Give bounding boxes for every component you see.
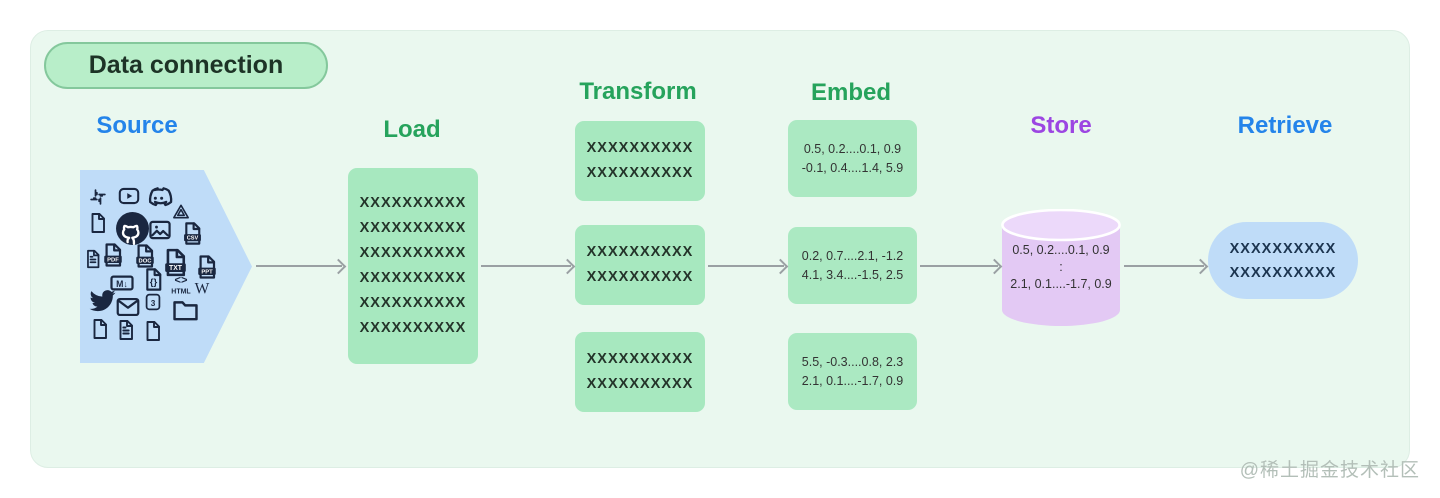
load-box: XXXXXXXXXX XXXXXXXXXX XXXXXXXXXX XXXXXXX… [348, 168, 478, 364]
arrow-source-to-load [256, 265, 342, 267]
store-values: 0.5, 0.2....0.1, 0.9 : 2.1, 0.1....-1.7,… [1001, 242, 1121, 293]
email-icon [114, 293, 142, 321]
embed-line: 2.1, 0.1....-1.7, 0.9 [801, 373, 904, 388]
embed-line: 0.5, 0.2....0.1, 0.9 [803, 141, 902, 156]
transform-box-3: XXXXXXXXXX XXXXXXXXXX [575, 332, 705, 412]
google-drive-icon [171, 202, 191, 222]
wikipedia-icon: W [191, 277, 213, 299]
doc-file-icon: DOC [131, 242, 159, 270]
svg-text:{}: {} [150, 277, 158, 288]
arrow-store-to-retrieve [1124, 265, 1204, 267]
load-line: XXXXXXXXXX [359, 220, 467, 236]
retrieve-box: XXXXXXXXXX XXXXXXXXXX [1208, 222, 1358, 299]
transform-heading: Transform [579, 78, 697, 105]
markdown-icon: M↓ [108, 269, 136, 297]
store-line: : [1059, 260, 1063, 274]
svg-text:M↓: M↓ [116, 279, 128, 289]
transform-box-2: XXXXXXXXXX XXXXXXXXXX [575, 225, 705, 305]
load-line: XXXXXXXXXX [359, 270, 467, 286]
csv-file-icon: CSV [179, 220, 206, 247]
arrow-embed-to-store [920, 265, 998, 267]
embed-line: -0.1, 0.4....1.4, 5.9 [801, 160, 904, 175]
image-icon [146, 216, 174, 244]
embed-line: 4.1, 3.4....-1.5, 2.5 [801, 267, 904, 282]
source-heading: Source [96, 112, 178, 139]
database-cylinder-icon [1001, 209, 1121, 326]
store-line: 0.5, 0.2....0.1, 0.9 [1012, 243, 1110, 257]
svg-text:3: 3 [151, 299, 156, 308]
file-icon-3 [141, 319, 165, 343]
load-line: XXXXXXXXXX [359, 295, 467, 311]
watermark: @稀土掘金技术社区 [1239, 460, 1420, 481]
retrieve-heading: Retrieve [1237, 112, 1333, 139]
diagram-card [30, 30, 1410, 468]
arrow-load-to-transform [481, 265, 571, 267]
folder-icon [170, 294, 201, 325]
svg-text:<>: <> [175, 274, 188, 286]
discord-icon [144, 183, 173, 212]
load-heading: Load [383, 116, 441, 143]
svg-text:HTML: HTML [171, 288, 191, 295]
embed-heading: Embed [810, 79, 892, 106]
embed-box-2: 0.2, 0.7....2.1, -1.2 4.1, 3.4....-1.5, … [788, 227, 917, 304]
svg-text:W: W [195, 281, 210, 298]
svg-text:CSV: CSV [187, 236, 199, 242]
load-line: XXXXXXXXXX [359, 320, 467, 336]
svg-text:DOC: DOC [139, 258, 153, 264]
retrieve-line: XXXXXXXXXX [1229, 240, 1337, 257]
file-text-icon [82, 248, 104, 270]
github-icon [111, 207, 154, 250]
transform-line: XXXXXXXXXX [586, 244, 694, 260]
transform-line: XXXXXXXXXX [586, 165, 694, 181]
transform-box-1: XXXXXXXXXX XXXXXXXXXX [575, 121, 705, 201]
transform-line: XXXXXXXXXX [586, 269, 694, 285]
svg-text:PDF: PDF [107, 257, 119, 263]
arrow-transform-to-embed [708, 265, 784, 267]
store-heading: Store [1030, 112, 1092, 139]
transform-line: XXXXXXXXXX [586, 351, 694, 367]
diagram-title-pill: Data connection [44, 42, 328, 89]
load-line: XXXXXXXXXX [359, 195, 467, 211]
file-icon-2 [88, 317, 112, 341]
embed-box-1: 0.5, 0.2....0.1, 0.9 -0.1, 0.4....1.4, 5… [788, 120, 917, 197]
store-line: 2.1, 0.1....-1.7, 0.9 [1010, 277, 1112, 291]
txt-file-icon: TXT [159, 246, 192, 279]
diagram-title: Data connection [88, 51, 284, 79]
twitter-icon [87, 285, 118, 316]
embed-box-3: 5.5, -0.3....0.8, 2.3 2.1, 0.1....-1.7, … [788, 333, 917, 410]
load-line: XXXXXXXXXX [359, 245, 467, 261]
retrieve-line: XXXXXXXXXX [1229, 264, 1337, 281]
ppt-file-icon: PPT [193, 253, 221, 281]
json-file-icon: {} [140, 266, 167, 293]
embed-line: 5.5, -0.3....0.8, 2.3 [801, 354, 904, 369]
transform-line: XXXXXXXXXX [586, 376, 694, 392]
svg-text:PPT: PPT [201, 269, 213, 275]
pdf-file-icon: PDF [99, 241, 127, 269]
file-text-icon-2 [114, 318, 138, 342]
embed-line: 0.2, 0.7....2.1, -1.2 [801, 248, 904, 263]
file-icon [86, 211, 110, 235]
css3-icon: 3 [142, 291, 164, 313]
svg-text:TXT: TXT [169, 265, 183, 272]
html-icon: <> HTML [167, 270, 195, 298]
slack-icon [87, 186, 109, 208]
youtube-icon [116, 183, 142, 209]
transform-line: XXXXXXXXXX [586, 140, 694, 156]
